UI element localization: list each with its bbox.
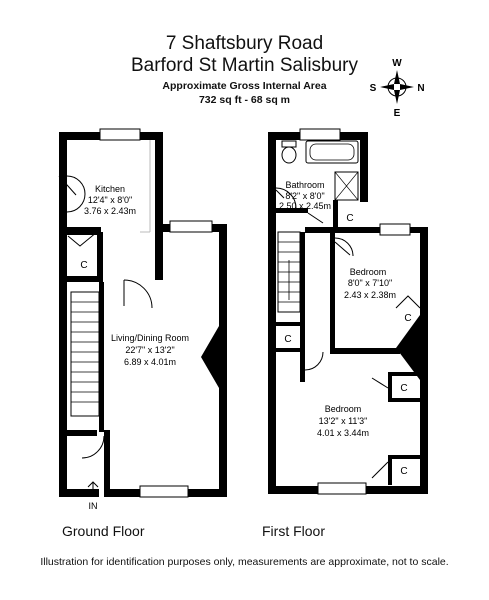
compass-icon: W E S N: [370, 58, 425, 119]
kitchen-name: Kitchen: [95, 184, 125, 194]
living-name: Living/Dining Room: [111, 333, 189, 343]
bedroom2-metric: 4.01 x 3.44m: [317, 428, 369, 438]
ground-floor-plan: C: [58, 128, 227, 498]
compass-w: W: [392, 58, 402, 69]
area-label: Approximate Gross Internal Area: [162, 80, 327, 92]
compass-n: N: [417, 83, 424, 94]
bathroom-metric: 2.50 x 2.45m: [279, 201, 331, 211]
address-line-2: Barford St Martin Salisbury: [130, 55, 359, 76]
kitchen-imperial: 12'4" x 8'0": [88, 195, 132, 205]
ground-floor-label: Ground Floor: [62, 523, 145, 539]
ff-cupboard-bottom-label: C: [400, 466, 407, 477]
ff-cupboard-bath-label: C: [346, 213, 353, 224]
disclaimer: Illustration for identification purposes…: [40, 556, 449, 568]
area-value: 732 sq ft - 68 sq m: [198, 94, 291, 106]
first-floor-plan: C C C: [268, 128, 428, 495]
gf-cupboard-label: C: [80, 260, 87, 271]
living-metric: 6.89 x 4.01m: [124, 357, 176, 367]
address-line-1: 7 Shaftsbury Road: [165, 33, 324, 54]
compass-e: E: [394, 108, 401, 119]
first-floor-label: First Floor: [262, 523, 325, 539]
living-imperial: 22'7" x 13'2": [125, 345, 174, 355]
entrance-label: IN: [89, 501, 98, 511]
ff-cupboard-bed1-label: C: [404, 313, 411, 324]
ff-cupboard-mid-label: C: [400, 383, 407, 394]
bathroom-name: Bathroom: [285, 180, 324, 190]
bathroom-imperial: 8'2" x 8'0": [285, 191, 324, 201]
bedroom2-imperial: 13'2" x 11'3": [319, 416, 368, 426]
bedroom1-imperial: 8'0" x 7'10": [348, 278, 392, 288]
bedroom2-name: Bedroom: [325, 404, 362, 414]
bedroom1-name: Bedroom: [350, 267, 387, 277]
ff-cupboard-stair-label: C: [284, 334, 291, 345]
kitchen-metric: 3.76 x 2.43m: [84, 206, 136, 216]
bedroom1-metric: 2.43 x 2.38m: [344, 290, 396, 300]
compass-s: S: [370, 83, 377, 94]
